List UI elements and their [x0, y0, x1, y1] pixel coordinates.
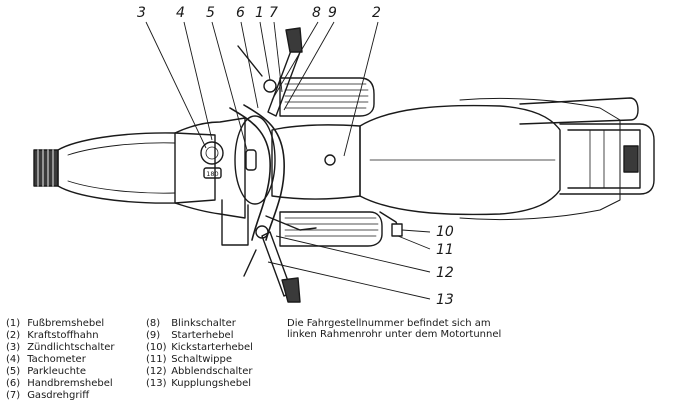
- footboards: [279, 77, 383, 247]
- legend-num: (9): [146, 330, 161, 341]
- legend-num: (3): [6, 342, 21, 353]
- callout-5: 5: [206, 5, 215, 21]
- legend-item: (1) Fußbremshebel: [6, 318, 115, 330]
- leg-shield: [174, 117, 246, 219]
- legend-item: (2) Kraftstoffhahn: [6, 330, 115, 342]
- legend-right: (8) Blinkschalter (9) Starterhebel (10) …: [146, 318, 253, 390]
- legend-label: Blinkschalter: [171, 318, 236, 329]
- legend-item: (8) Blinkschalter: [146, 318, 253, 330]
- callout-11: 11: [436, 242, 454, 258]
- chassis-number-note: Die Fahrgestellnummer befindet sich am l…: [287, 318, 517, 340]
- legend-item: (10) Kickstarterhebel: [146, 342, 253, 354]
- legend-item: (5) Parkleuchte: [6, 366, 115, 378]
- legend-item: (9) Starterhebel: [146, 330, 253, 342]
- speedometer-label: 180: [206, 170, 218, 178]
- legend-item: (12) Abblendschalter: [146, 366, 253, 378]
- legend-num: (1): [6, 318, 21, 329]
- callout-8: 8: [312, 5, 321, 21]
- legend-label: Tachometer: [27, 354, 86, 365]
- front-fender: [57, 132, 216, 204]
- legend-label: Parkleuchte: [27, 366, 86, 377]
- seat: [359, 104, 561, 216]
- legend-item: (7) Gasdrehgriff: [6, 390, 115, 402]
- exhaust-pipe: [519, 97, 639, 125]
- legend-num: (4): [6, 354, 21, 365]
- handlebar: [229, 27, 317, 303]
- legend-label: Gasdrehgriff: [27, 390, 90, 401]
- callout-2: 2: [372, 5, 381, 21]
- legend-label: Kraftstoffhahn: [27, 330, 99, 341]
- legend-label: Kupplungshebel: [171, 378, 252, 389]
- leader-lines: [145, 21, 431, 300]
- legend-item: (6) Handbremshebel: [6, 378, 115, 390]
- note-line-2: linken Rahmenrohr unter dem Motortunnel: [287, 329, 502, 340]
- callout-7: 7: [269, 5, 278, 21]
- callout-12: 12: [436, 265, 454, 281]
- legend-label: Zündlichtschalter: [27, 342, 115, 353]
- legend-num: (6): [6, 378, 21, 389]
- legend-left: (1) Fußbremshebel (2) Kraftstoffhahn (3)…: [6, 318, 115, 402]
- legend-num: (13): [146, 378, 167, 389]
- legend-item: (13) Kupplungshebel: [146, 378, 253, 390]
- callout-13: 13: [436, 292, 454, 308]
- legend-num: (10): [146, 342, 167, 353]
- rear-rack: [559, 123, 655, 195]
- legend-num: (12): [146, 366, 167, 377]
- legend-num: (5): [6, 366, 21, 377]
- legend-item: (11) Schaltwippe: [146, 354, 253, 366]
- front-wheel: [33, 149, 59, 187]
- callout-10: 10: [436, 224, 454, 240]
- central-tunnel: [271, 124, 361, 200]
- legend-label: Handbremshebel: [27, 378, 113, 389]
- legend-item: (3) Zündlichtschalter: [6, 342, 115, 354]
- legend-item: (4) Tachometer: [6, 354, 115, 366]
- legend-label: Schaltwippe: [171, 354, 233, 365]
- legend-num: (2): [6, 330, 21, 341]
- legend-label: Abblendschalter: [171, 366, 253, 377]
- speedometer-icon: 180: [200, 141, 224, 179]
- legend-label: Starterhebel: [171, 330, 234, 341]
- callout-1: 1: [255, 5, 264, 21]
- legend-num: (11): [146, 354, 167, 365]
- legend-num: (8): [146, 318, 161, 329]
- note-line-1: Die Fahrgestellnummer befindet sich am: [287, 318, 491, 329]
- legend-num: (7): [6, 390, 21, 401]
- legend-label: Fußbremshebel: [27, 318, 105, 329]
- callout-6: 6: [236, 5, 245, 21]
- callout-3: 3: [137, 5, 146, 21]
- callout-9: 9: [328, 5, 337, 21]
- legend-label: Kickstarterhebel: [171, 342, 253, 353]
- callout-4: 4: [176, 5, 185, 21]
